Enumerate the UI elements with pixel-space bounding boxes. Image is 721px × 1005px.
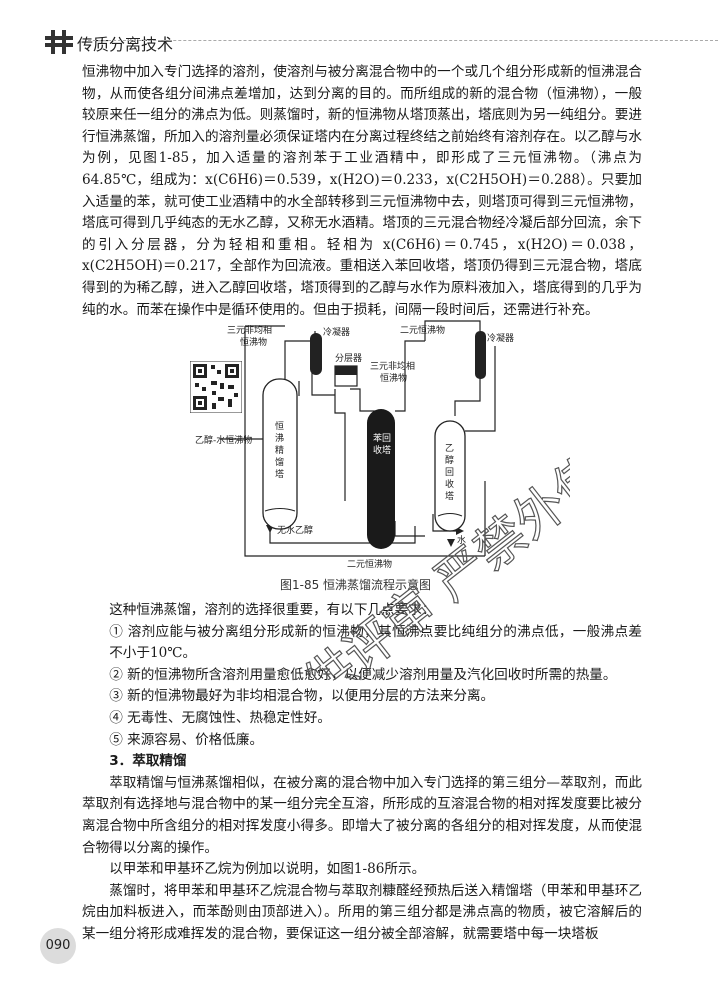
paragraph: 萃取精馏与恒沸蒸馏相似，在被分离的混合物中加入专门选择的第三组分—萃取剂，而此萃… [82, 774, 642, 856]
paragraph: 这种恒沸蒸馏，溶剂的选择很重要，有以下几点要求： [109, 602, 436, 618]
list-item: ② 新的恒沸物所含溶剂用量愈低愈好，以便减少溶剂用量及汽化回收时所需的热量。 [109, 666, 617, 683]
header-rule [88, 40, 718, 41]
figure-caption: 图1-85 恒沸蒸馏流程示意图 [280, 578, 432, 592]
column-benzene-recovery [367, 409, 395, 549]
qr-code-icon [190, 361, 242, 413]
condenser-left [310, 333, 322, 375]
svg-text:三元非均相 恒沸物: 三元非均相 恒沸物 [227, 324, 275, 348]
list-item: ③ 新的恒沸物最好为非均相混合物，以便用分层的方法来分离。 [109, 688, 495, 705]
header-title: 传质分离技术 [77, 35, 174, 54]
label-binary-bottom: 二元恒沸物 [347, 558, 392, 570]
label-anhydrous: 无水乙醇 [277, 524, 313, 536]
label-condenser-right: 冷凝器 [487, 332, 514, 344]
label-ternary-mid-1: 三元非均相 [370, 360, 415, 372]
label-col1: 恒沸精馏塔 [275, 420, 284, 480]
label-separator: 分层器 [335, 353, 362, 364]
label-feed: 乙醇-水恒沸物 [195, 434, 252, 446]
label-condenser-left: 冷凝器 [323, 326, 350, 338]
label-ternary-top-left-2: 恒沸物 [240, 336, 267, 348]
page-number: 090 [40, 928, 76, 964]
label-water: 水 [457, 534, 466, 546]
paragraph: 恒沸物中加入专门选择的溶剂，使溶剂与被分离混合物中的一个或几个组分形成新的恒沸混… [82, 64, 642, 318]
header-logo-icon [45, 30, 73, 54]
flow-diagram: 三元非均相 恒沸物 冷凝器 分层器 三元非均相 恒沸物 二元恒沸物 冷凝器 乙醇… [195, 320, 514, 570]
label-ternary-mid-2: 恒沸物 [380, 372, 407, 384]
label-ternary-top-left-1: 三元非均相 [227, 324, 272, 336]
section-heading: 3．萃取精馏 [109, 753, 187, 770]
body-middle: 这种恒沸蒸馏，溶剂的选择很重要，有以下几点要求： ① 溶剂应能与被分离组分形成新… [82, 600, 642, 946]
paragraph: 以甲苯和甲基环乙烷为例加以说明，如图1-86所示。 [109, 861, 426, 878]
list-item: ⑤ 来源容易、价格低廉。 [109, 731, 264, 748]
paragraph: 蒸馏时，将甲苯和甲基环乙烷混合物与萃取剂糠醛经预热后送入精馏塔（甲苯和甲基环乙烷… [82, 882, 642, 942]
page-header: 传质分离技术 [45, 22, 685, 62]
body-top: 恒沸物中加入专门选择的溶剂，使溶剂与被分离混合物中的一个或几个组分形成新的恒沸混… [82, 62, 642, 321]
condenser-right [475, 331, 486, 379]
column-ethanol-recovery [434, 420, 466, 532]
label-binary-top-right: 二元恒沸物 [400, 324, 445, 336]
list-item: ④ 无毒性、无腐蚀性、热稳定性好。 [109, 709, 332, 726]
svg-text:三元非均相 恒沸物: 三元非均相 恒沸物 [370, 360, 418, 384]
label-col2: 苯回收塔 [373, 432, 391, 456]
column-azeotropic [262, 378, 298, 530]
label-col3: 乙醇回收塔 [445, 443, 454, 502]
list-item: ① 溶剂应能与被分离组分形成新的恒沸物，其恒沸点要比纯组分的沸点低，一般沸点差不… [109, 623, 642, 662]
